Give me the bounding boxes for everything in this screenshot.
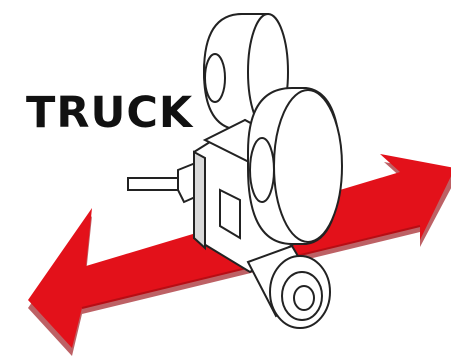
camera-lens — [248, 246, 330, 328]
camera-crank — [128, 178, 178, 190]
camera-body-side — [194, 152, 205, 248]
lower-film-reel — [248, 88, 342, 244]
